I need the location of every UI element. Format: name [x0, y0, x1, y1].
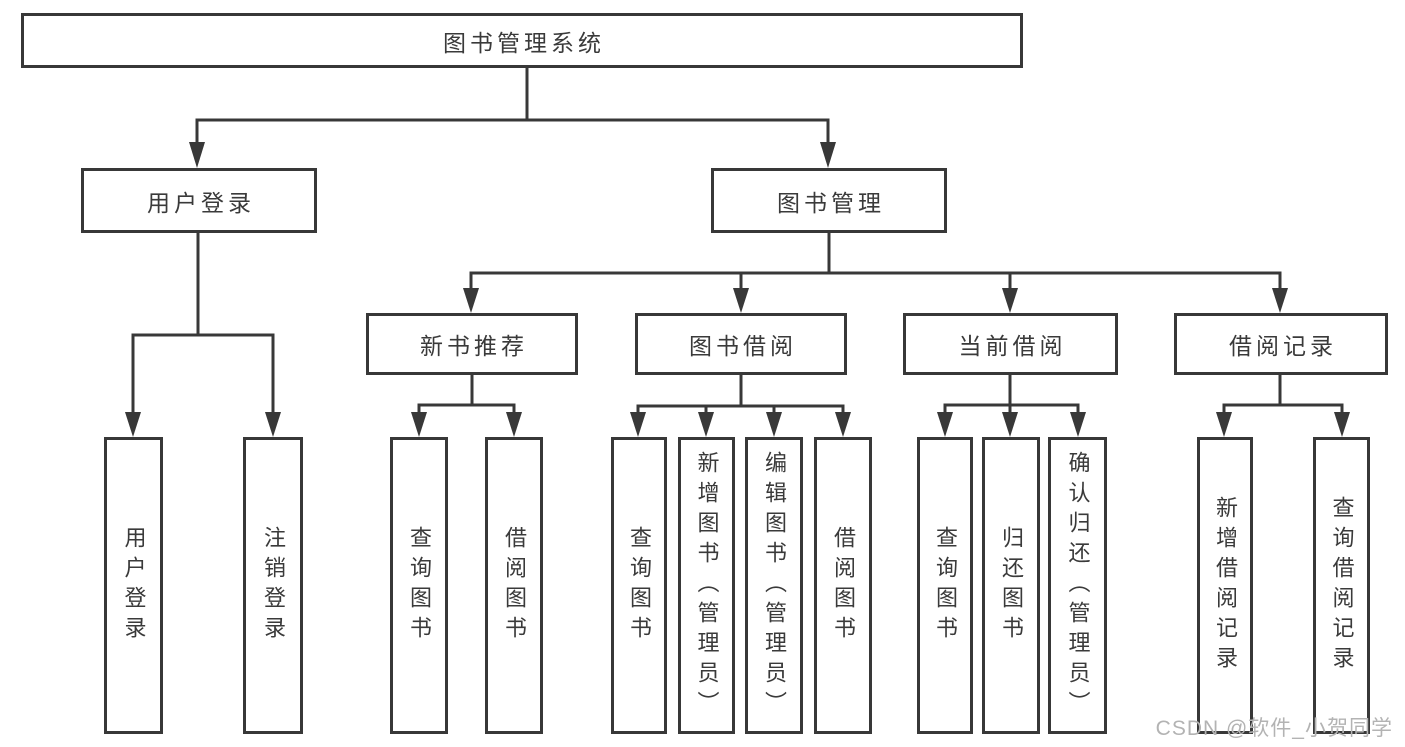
connector-borrow-split: [636, 404, 845, 416]
leaf-confirm-return-admin: 确认归还（管理员）: [1048, 437, 1107, 734]
leaf-user-login-label: 用户登录: [121, 525, 147, 646]
node-current-borrow: 当前借阅: [903, 313, 1118, 375]
leaf-query-books-current: 查询图书: [917, 437, 973, 734]
leaf-borrow-books-recommend: 借阅图书: [485, 437, 543, 734]
leaf-return-books-label: 归还图书: [999, 525, 1024, 646]
node-root: 图书管理系统: [21, 13, 1023, 68]
leaf-borrow-books-label: 借阅图书: [831, 525, 856, 646]
node-new-book-recommend: 新书推荐: [366, 313, 578, 375]
leaf-query-books-recommend-label: 查询图书: [407, 525, 432, 646]
connector-root-split: [195, 118, 830, 147]
connector-records-split: [1222, 403, 1344, 416]
node-current-borrow-label: 当前借阅: [958, 333, 1067, 359]
leaf-query-books-borrow: 查询图书: [611, 437, 667, 734]
node-user-login-label: 用户登录: [147, 189, 255, 216]
node-user-login: 用户登录: [81, 168, 317, 233]
leaf-logout: 注销登录: [243, 437, 303, 734]
leaf-user-login: 用户登录: [104, 437, 163, 734]
leaf-borrow-books-recommend-label: 借阅图书: [502, 525, 527, 646]
leaf-add-books-admin-label: 新增图书（管理员）: [694, 450, 720, 721]
connector-newbook-split: [417, 403, 516, 416]
leaf-add-borrow-record: 新增借阅记录: [1197, 437, 1253, 734]
leaf-query-borrow-record: 查询借阅记录: [1313, 437, 1370, 734]
leaf-query-books-current-label: 查询图书: [933, 525, 958, 646]
connector-current-split: [943, 403, 1080, 416]
node-borrow-records-label: 借阅记录: [1229, 333, 1337, 359]
leaf-add-borrow-record-label: 新增借阅记录: [1213, 495, 1238, 676]
leaf-query-books-borrow-label: 查询图书: [627, 525, 652, 646]
node-book-borrow: 图书借阅: [635, 313, 847, 375]
leaf-edit-books-admin: 编辑图书（管理员）: [745, 437, 803, 734]
node-new-book-recommend-label: 新书推荐: [420, 333, 528, 359]
watermark: CSDN @软件_小贺同学: [1155, 717, 1393, 740]
leaf-add-books-admin: 新增图书（管理员）: [678, 437, 735, 734]
node-book-management: 图书管理: [711, 168, 947, 233]
leaf-return-books: 归还图书: [982, 437, 1040, 734]
node-book-borrow-label: 图书借阅: [689, 333, 797, 359]
leaf-query-books-recommend: 查询图书: [390, 437, 448, 734]
leaf-confirm-return-admin-label: 确认归还（管理员）: [1065, 450, 1091, 721]
node-root-label: 图书管理系统: [443, 29, 605, 56]
leaf-logout-label: 注销登录: [261, 525, 286, 646]
leaf-borrow-books: 借阅图书: [814, 437, 872, 734]
leaf-edit-books-admin-label: 编辑图书（管理员）: [762, 450, 787, 721]
leaf-query-borrow-record-label: 查询借阅记录: [1329, 495, 1355, 676]
node-book-management-label: 图书管理: [777, 189, 885, 216]
connector-userlogin-split: [131, 333, 275, 416]
node-borrow-records: 借阅记录: [1174, 313, 1388, 375]
connector-bookmgmt-split: [469, 271, 1282, 293]
